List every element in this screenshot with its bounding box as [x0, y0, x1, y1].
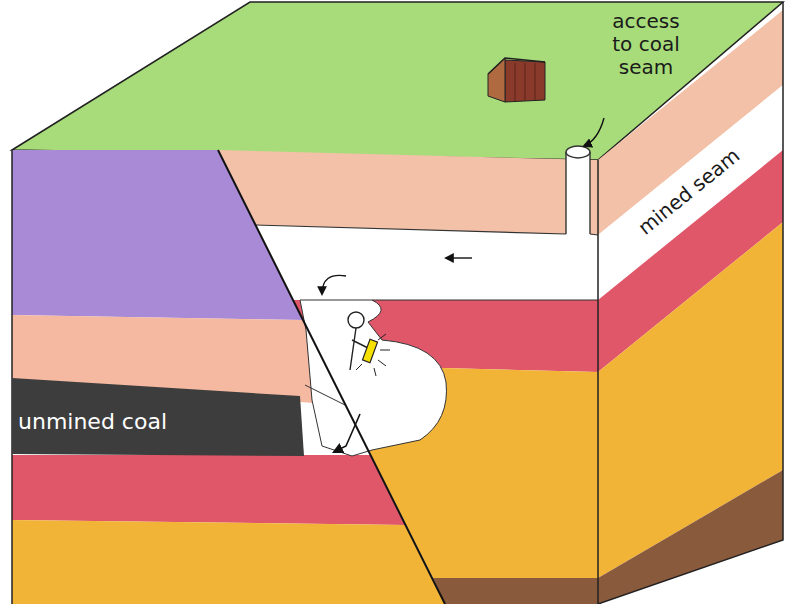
- callout-note: access to coal seam: [600, 10, 692, 79]
- coal-seam-band: unmined coal: [12, 378, 304, 456]
- coal-band-fill: [12, 378, 304, 456]
- band-label: unmined coal: [18, 409, 167, 434]
